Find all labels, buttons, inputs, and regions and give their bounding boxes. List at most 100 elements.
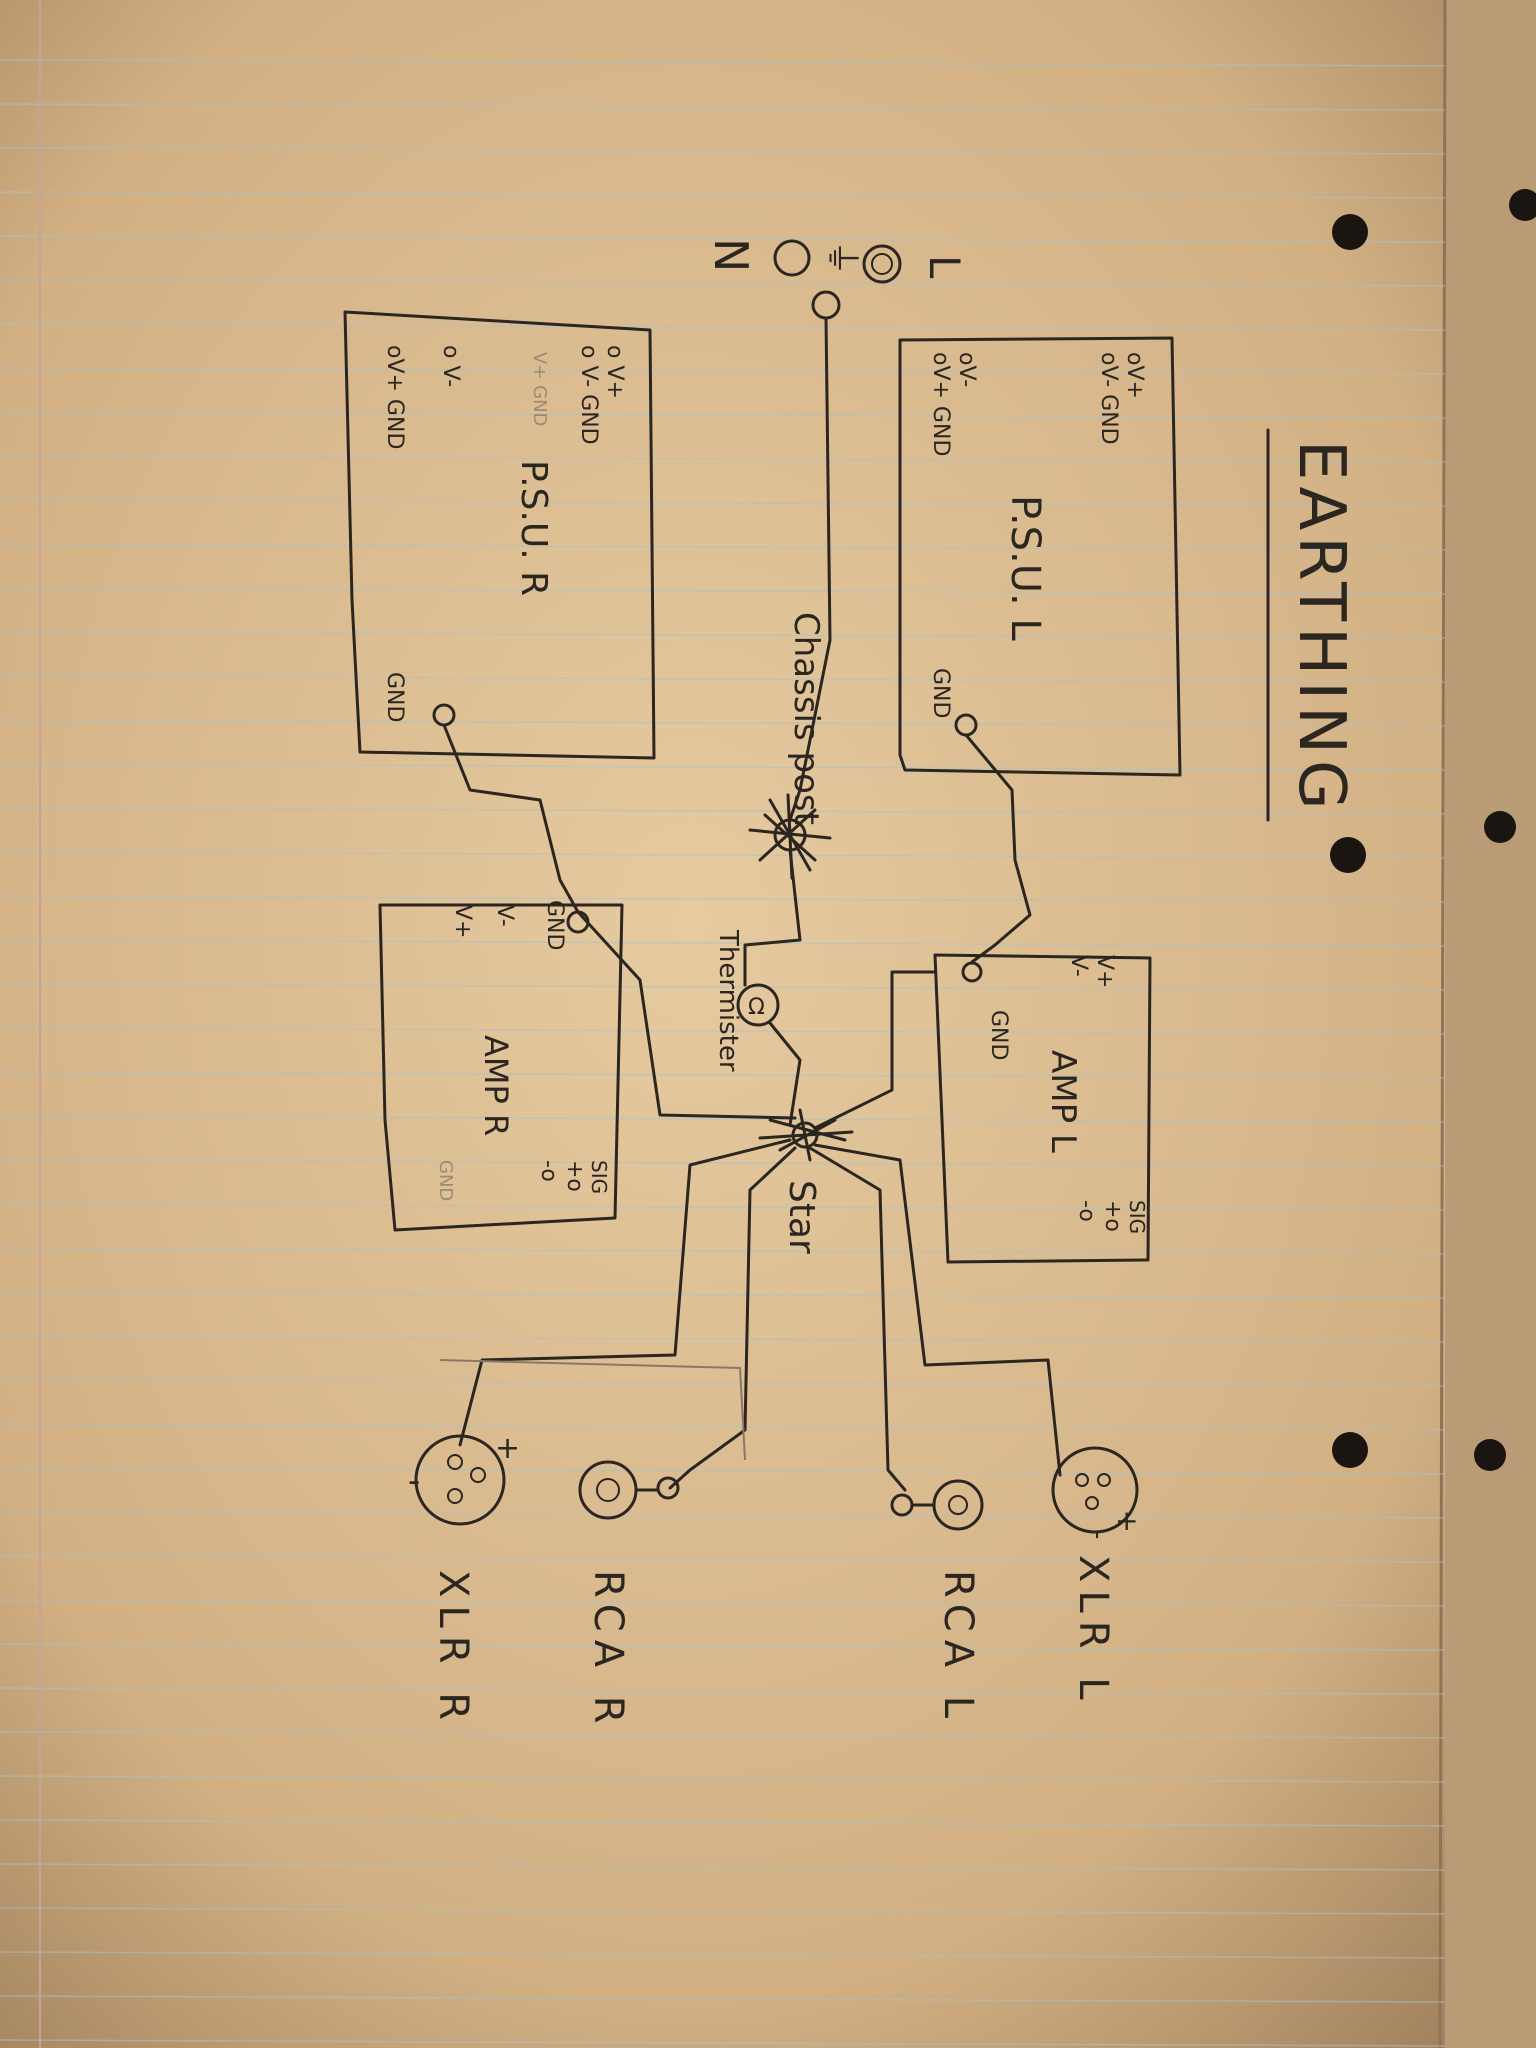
- amp-left-sig-minus: -o: [1074, 1200, 1099, 1222]
- amp-left-sig-label: SIG: [1125, 1200, 1149, 1234]
- xlr-l-plus: +: [1115, 1504, 1138, 1537]
- amp-right-pin-vminus: V-: [492, 905, 517, 927]
- wires: [439, 316, 1062, 1492]
- ruled-line: [0, 323, 1446, 331]
- ruled-line: [0, 763, 1446, 771]
- ruled-line: [0, 587, 1446, 595]
- page-edge-line: [1438, 0, 1447, 2048]
- wire-chassis-thermistor: [743, 848, 802, 987]
- amp-right-pin-gnd: GND: [542, 900, 567, 950]
- mains-live-label: L: [920, 255, 969, 279]
- mains-inlet: N ⏚ L: [704, 238, 969, 320]
- wire-mains-earth: [788, 316, 832, 822]
- psu-left-pin-vminus: oV-: [954, 352, 979, 387]
- psu-left-pin-vminus-gnd: oV- GND: [1096, 352, 1121, 445]
- ruled-line: [0, 1775, 1446, 1783]
- faint-outline: [439, 1359, 746, 1461]
- xlr-r-body: [414, 1434, 506, 1526]
- ruled-line: [0, 1071, 1446, 1079]
- star-point: Star: [758, 1108, 854, 1254]
- ruled-line: [0, 807, 1446, 815]
- ruled-line: [0, 1027, 1446, 1035]
- psu-left-gnd-label: GND: [928, 668, 953, 718]
- amp-right-sig-label: SIG: [587, 1160, 611, 1194]
- rca-r-label: RCA R: [585, 1570, 631, 1732]
- mains-neutral-label: N: [704, 238, 758, 272]
- amp-left-label: AMP L: [1043, 1050, 1083, 1153]
- ruled-line: [0, 543, 1446, 551]
- xlr-l-body: [1051, 1446, 1139, 1534]
- psu-right-pin-vplus: o V+: [602, 345, 627, 399]
- thermistor-body: [736, 983, 780, 1027]
- connector-labels: XLR L RCA L RCA R XLR R: [430, 1555, 1116, 1732]
- xlr-l-label: XLR L: [1070, 1555, 1116, 1707]
- wire-star-xlr-l: [813, 1143, 1062, 1477]
- amp-left-pin-vplus: V+: [1092, 955, 1117, 988]
- punch-hole: [1332, 214, 1368, 250]
- xlr-r-connector: + -: [408, 1431, 520, 1526]
- punch-hole: [1484, 811, 1516, 843]
- wire-star-rca-r: [668, 1146, 797, 1490]
- ruled-line: [0, 1511, 1446, 1519]
- ruled-line: [0, 2039, 1446, 2047]
- ruled-line: [0, 59, 1446, 67]
- ruled-line: [0, 1159, 1446, 1167]
- amp-right-pin-vplus: V+: [450, 905, 475, 938]
- wire-star-xlr-r: [458, 1138, 792, 1447]
- psu-right-gnd-label: GND: [382, 672, 407, 722]
- amp-right-sig-minus: -o: [536, 1160, 561, 1182]
- amp-left-pin-vminus: V-: [1066, 955, 1091, 977]
- ruled-line: [0, 1203, 1446, 1211]
- ruled-line: [0, 411, 1446, 419]
- title-group: EARTHING: [1284, 440, 1358, 816]
- psu-right-pin-vplus-gnd: oV+ GND: [382, 345, 407, 449]
- connectors: + - + -: [408, 1431, 1139, 1539]
- psu-right-pin-crossed: V+ GND: [529, 352, 550, 426]
- psu-left-box: oV+ oV- GND oV- oV+ GND P.S.U. L GND: [898, 336, 1182, 777]
- ruled-line: [0, 1951, 1446, 1959]
- star-label: Star: [781, 1180, 822, 1254]
- ruled-line: [0, 499, 1446, 507]
- thermistor-label: Thermister: [713, 929, 743, 1072]
- xlr-l-minus: -: [1083, 1530, 1113, 1539]
- ruled-line: [0, 367, 1446, 375]
- ruled-line: [0, 1423, 1446, 1431]
- ruled-line: [0, 851, 1446, 859]
- earth-symbol: ⏚: [821, 240, 862, 276]
- xlr-r-minus: -: [408, 1461, 420, 1501]
- psu-right-label: P.S.U. R: [513, 460, 554, 596]
- thermistor: Ω Thermister: [713, 929, 780, 1072]
- ruled-line: [0, 1687, 1446, 1695]
- ruled-line: [0, 1291, 1446, 1299]
- rca-l-tab: [890, 1493, 914, 1517]
- rca-r-connector: [578, 1460, 680, 1520]
- live-terminal: [862, 244, 902, 284]
- star-terminal: [791, 1121, 819, 1149]
- punch-hole: [1330, 837, 1366, 873]
- neutral-terminal: [773, 239, 811, 277]
- ruled-line: [0, 1379, 1446, 1387]
- ruled-line: [0, 147, 1446, 155]
- ruled-line: [0, 1731, 1446, 1739]
- psu-left-pin-vplus-gnd: oV+ GND: [928, 352, 953, 456]
- amp-right-sig-plus: +o: [562, 1160, 587, 1192]
- psu-left-pin-vplus: oV+: [1122, 352, 1147, 399]
- wire-star-rca-l: [808, 1146, 907, 1492]
- wire-psu-left-gnd: [964, 733, 1032, 964]
- amp-right-box: GND V- V+ AMP R SIG +o -o GND: [378, 900, 624, 1232]
- rca-l-label: RCA L: [935, 1570, 981, 1726]
- wire-psu-right-gnd: [442, 723, 642, 982]
- ruled-line: [0, 1335, 1446, 1343]
- chassis-post-label: Chassis post: [786, 612, 826, 825]
- psu-right-pin-vminus: o V-: [438, 345, 463, 387]
- psu-right-pin-vminus-gnd: o V- GND: [576, 345, 601, 445]
- rca-r-tab: [656, 1476, 680, 1500]
- xlr-l-connector: + -: [1051, 1446, 1139, 1539]
- ruled-line: [0, 895, 1446, 903]
- punch-hole: [1509, 189, 1536, 221]
- ruled-line: [0, 455, 1446, 463]
- chassis-post: Chassis post: [748, 612, 832, 880]
- page-title: EARTHING: [1284, 440, 1358, 816]
- ruled-line: [0, 1247, 1446, 1255]
